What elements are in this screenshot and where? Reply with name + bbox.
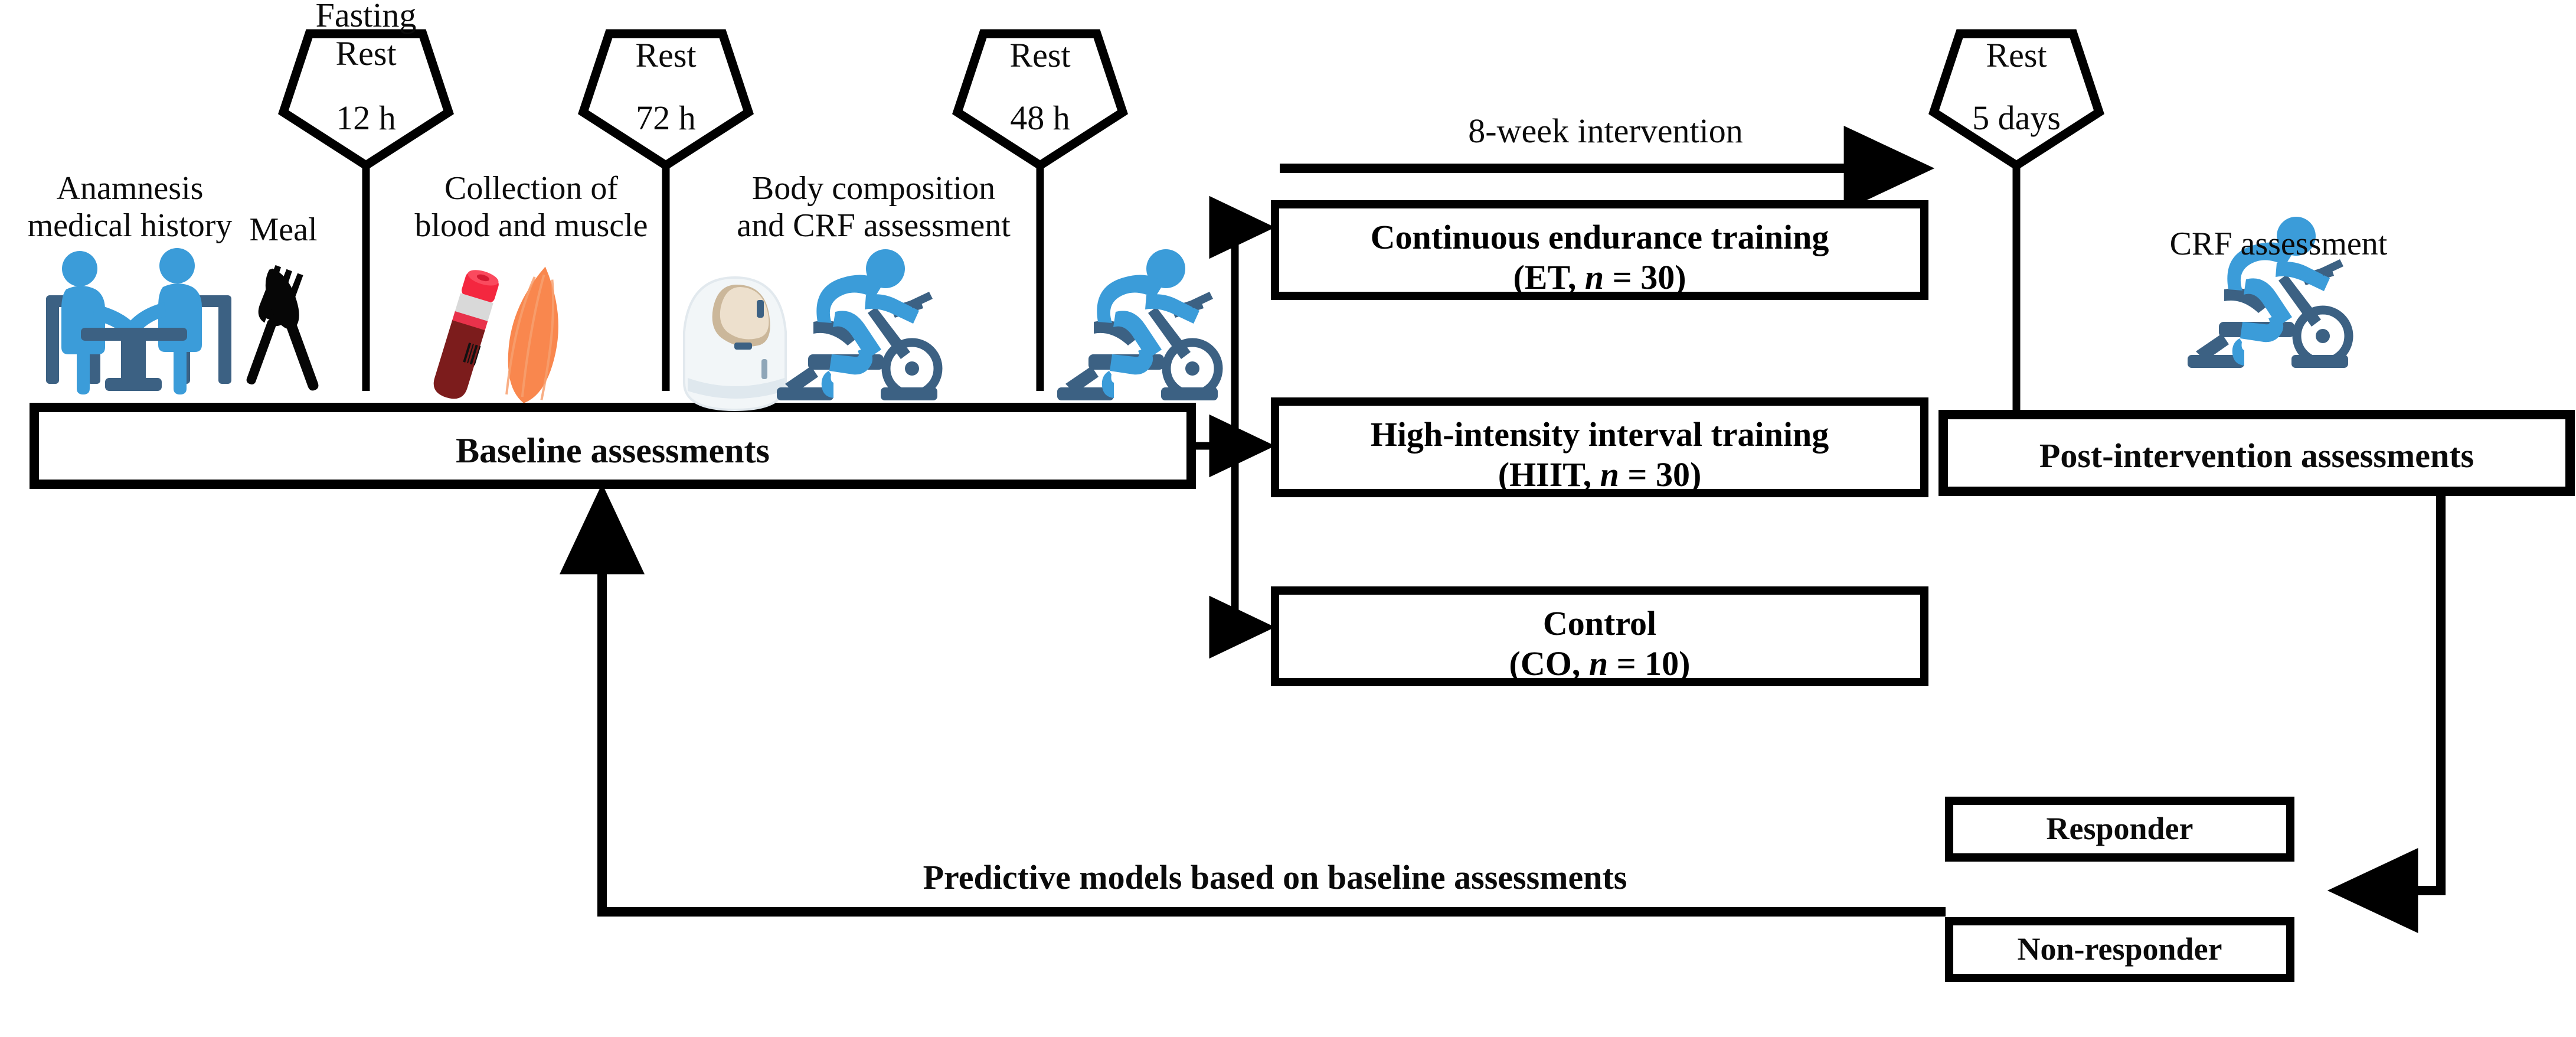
post-box-label: Post-intervention assessments	[2039, 436, 2474, 475]
segment-label-anamnesis: Anamnesis medical history	[27, 170, 233, 244]
consultation-icon	[46, 248, 231, 394]
post-box-shape	[1938, 410, 2575, 496]
hiit-box-line1: High-intensity interval training	[1370, 415, 1829, 454]
cyclist-icon-3	[2188, 217, 2353, 368]
co-box-line2: (CO, n = 10)	[1509, 644, 1691, 683]
marker-72h-value: 72 h	[636, 99, 696, 137]
marker-12h-top-label: Fasting Rest	[315, 0, 417, 73]
et-box: Continuous endurance training (ET, n = 3…	[1275, 217, 1924, 298]
hiit-box: High-intensity interval training (HIIT, …	[1275, 415, 1924, 495]
marker-5days-value: 5 days	[1972, 99, 2061, 137]
responder-box-shape	[1945, 797, 2294, 862]
non-responder-box-shape	[1945, 917, 2294, 982]
segment-label-body-crf: Body composition and CRF assessment	[737, 170, 1011, 244]
cyclist-icon-2	[1057, 249, 1223, 400]
segment-label-blood-muscle: Collection of blood and muscle	[414, 170, 648, 244]
marker-5days-top-label: Rest	[1986, 36, 2047, 74]
fork-knife-icon	[246, 265, 319, 391]
marker-48h-value: 48 h	[1010, 99, 1070, 137]
marker-48h-shape	[952, 29, 1128, 391]
et-box-shape	[1271, 200, 1928, 300]
marker-5days-shape	[1928, 29, 2104, 413]
hiit-box-shape	[1271, 397, 1928, 497]
post-to-response-arrow	[2327, 491, 2446, 933]
marker-72h-shape	[578, 29, 754, 391]
blood-tube-icon	[433, 270, 499, 399]
marker-12h-value: 12 h	[336, 99, 396, 137]
non-responder-box-label: Non-responder	[2017, 931, 2222, 967]
bodpod-icon	[683, 276, 787, 412]
feedback-arrow-label: Predictive models based on baseline asse…	[923, 858, 1627, 896]
muscle-icon	[505, 266, 558, 403]
co-box: Control (CO, n = 10)	[1275, 604, 1924, 684]
group-branch-arrows	[1191, 195, 1276, 659]
et-box-line1: Continuous endurance training	[1370, 218, 1829, 256]
intervention-arrow-label: 8-week intervention	[1468, 112, 1743, 150]
cyclist-icon	[777, 249, 943, 400]
co-box-line1: Control	[1542, 604, 1657, 643]
co-box-shape	[1271, 586, 1928, 686]
responder-box-label: Responder	[2046, 811, 2193, 846]
et-box-line2: (ET, n = 30)	[1513, 258, 1686, 297]
crf-assessment-label: CRF assessment	[2169, 226, 2388, 262]
marker-72h-top-label: Rest	[635, 36, 697, 74]
marker-12h-shape	[278, 29, 454, 391]
feedback-arrow-shape	[560, 483, 1946, 917]
marker-48h-top-label: Rest	[1009, 36, 1071, 74]
segment-label-meal: Meal	[249, 211, 318, 248]
hiit-box-line2: (HIIT, n = 30)	[1498, 455, 1702, 494]
baseline-box-label: Baseline assessments	[456, 431, 770, 470]
